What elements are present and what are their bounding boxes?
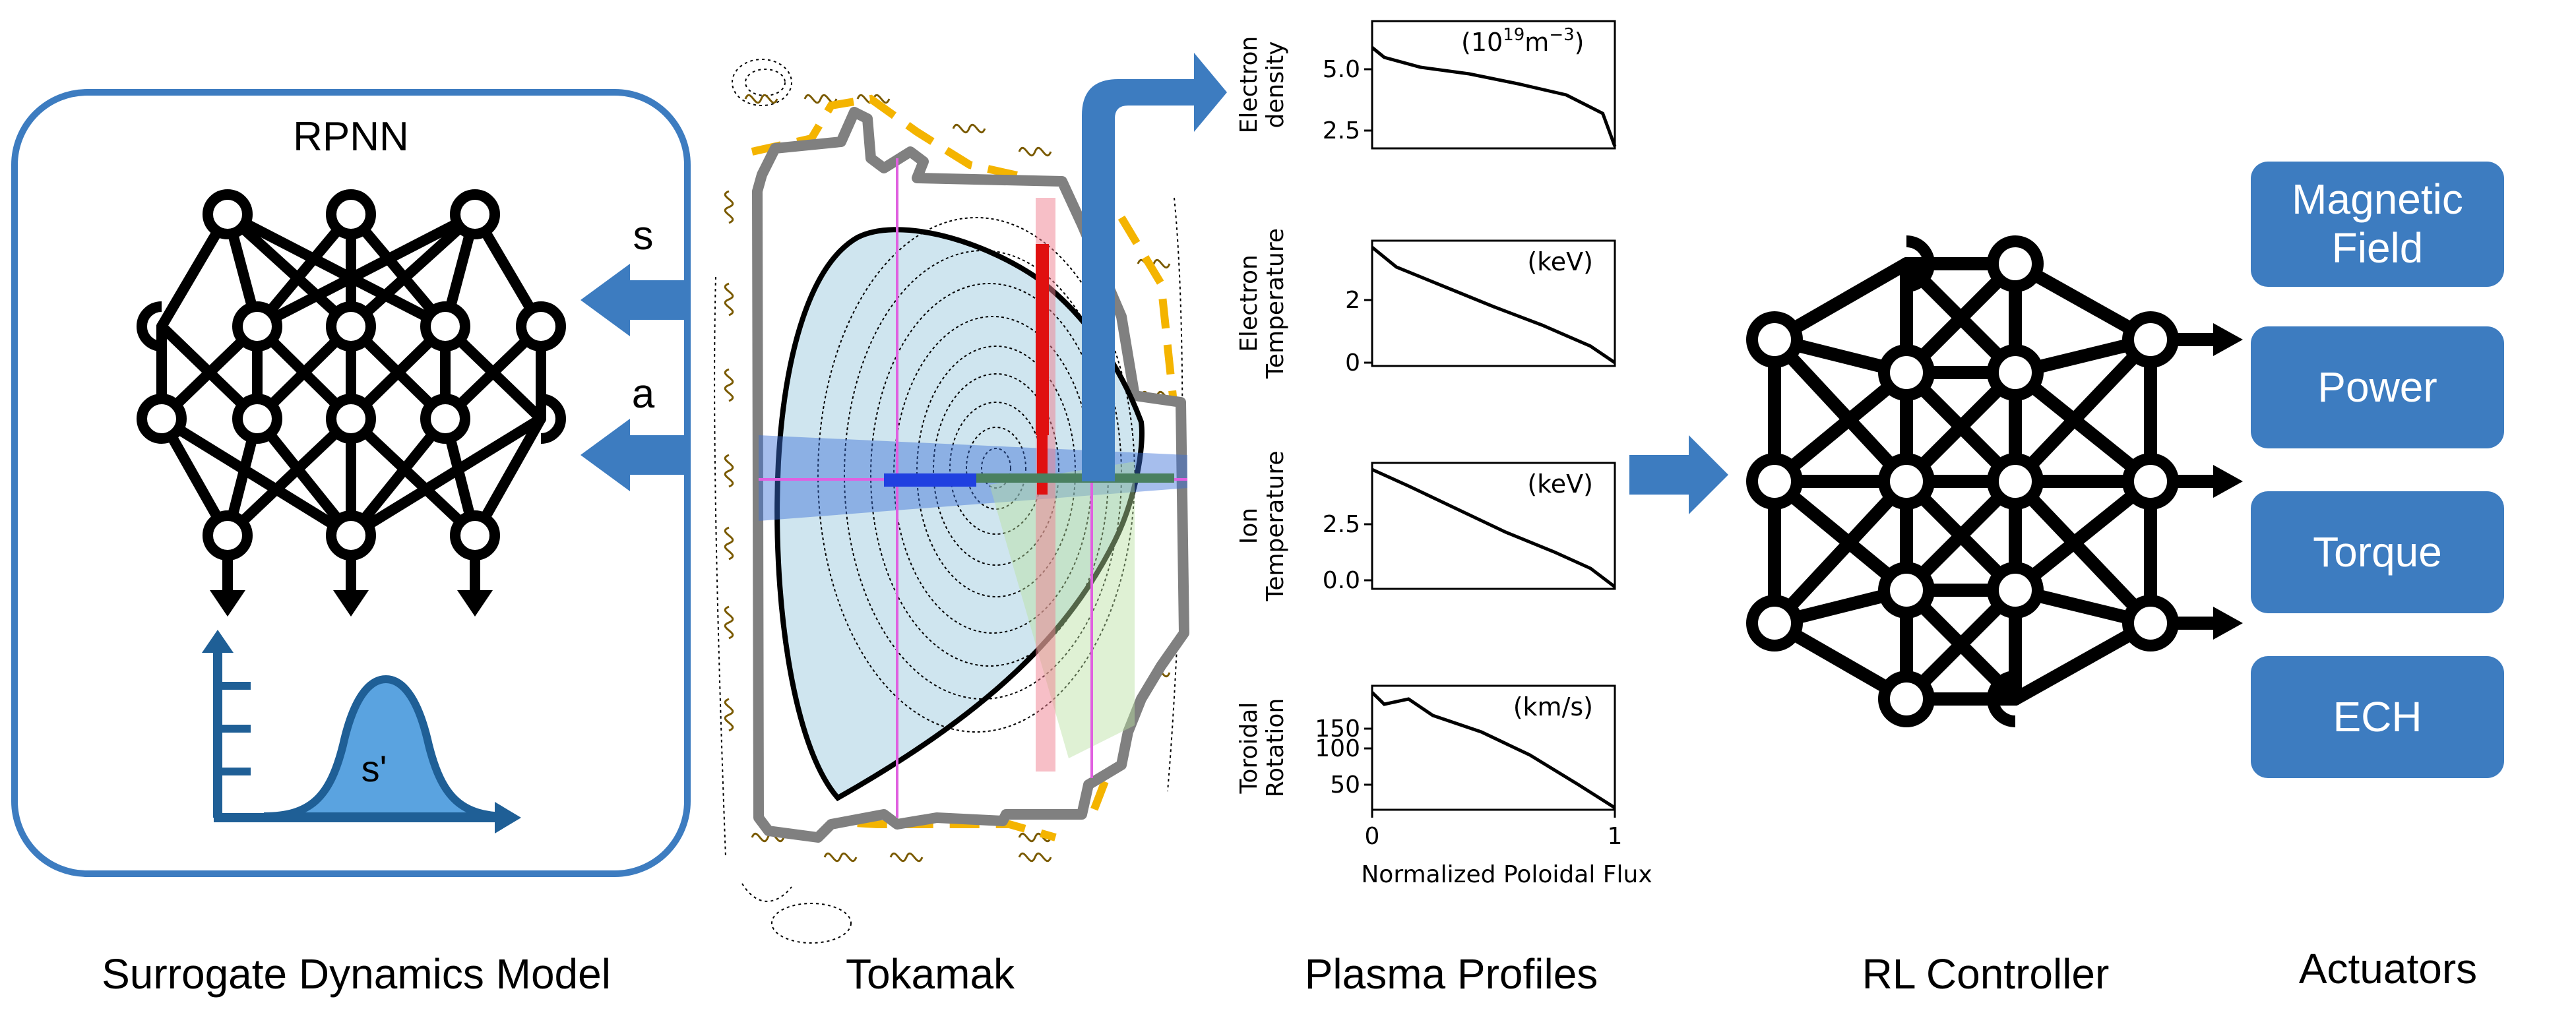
profile-unit: (keV) xyxy=(1527,470,1593,499)
profile-unit-part: (10 xyxy=(1461,28,1503,57)
rpnn-output-arrowheads xyxy=(210,590,493,617)
caption-tokamak: Tokamak xyxy=(845,950,1015,998)
rpnn-title: RPNN xyxy=(293,114,409,160)
profile-x-tick-label: 0 xyxy=(1365,823,1380,850)
gaussian-output-plot: s' xyxy=(202,630,521,833)
profile-y-axis-label: Toroidal xyxy=(1236,702,1263,795)
profile-axes-box xyxy=(1371,20,1616,150)
recurrent-loop-right xyxy=(540,394,566,444)
profile-curve xyxy=(1371,468,1616,588)
profile-x-axis-label: Normalized Poloidal Flux xyxy=(1361,861,1652,888)
profile-unit: (km/s) xyxy=(1513,692,1593,721)
profile-y-axis-label: density xyxy=(1262,42,1289,129)
actuator-ech: ECH xyxy=(2251,656,2504,778)
profile-y-axis-label: Electron xyxy=(1236,255,1263,352)
profile-y-tick-label: 150 xyxy=(1315,715,1360,742)
actuator-magnetic-field: Magnetic Field xyxy=(2251,162,2504,287)
profiles-to-rl-arrow xyxy=(1629,435,1728,514)
profile-y-axis-label: Temperature xyxy=(1262,450,1289,601)
gaussian-curve xyxy=(263,675,509,820)
actuator-torque-label: Torque xyxy=(2313,528,2442,576)
recurrent-loop-left xyxy=(137,301,162,351)
profile-unit: (1019m−3) xyxy=(1461,25,1584,57)
input-a-label: a xyxy=(632,371,655,417)
caption-surrogate: Surrogate Dynamics Model xyxy=(102,950,611,998)
input-arrows: s a xyxy=(581,213,687,491)
profile-axes-box xyxy=(1371,462,1616,590)
profile-y-tick-label: 100 xyxy=(1315,735,1360,762)
tokamak-coils xyxy=(724,94,1174,863)
tokamak-to-profiles-arrow xyxy=(1082,53,1227,481)
profile-unit-part: ) xyxy=(1575,28,1585,57)
gaussian-label: s' xyxy=(361,748,387,789)
beam-green xyxy=(990,462,1135,758)
caption-rl: RL Controller xyxy=(1862,950,2110,998)
measurement-points-red xyxy=(1036,244,1049,495)
arrow-s xyxy=(581,264,687,336)
actuator-power: Power xyxy=(2251,326,2504,448)
profile-unit: (keV) xyxy=(1527,247,1593,276)
profile-y-axis-label: Temperature xyxy=(1262,228,1289,379)
surrogate-model-panel: RPNN xyxy=(11,89,691,877)
profile-y-tick-label: 50 xyxy=(1330,772,1360,799)
measurement-points-blue xyxy=(884,473,1174,487)
profile-y-tick-label: 2.5 xyxy=(1323,117,1360,144)
profile-y-tick-label: 2 xyxy=(1345,287,1360,314)
caption-actuators: Actuators xyxy=(2298,945,2478,992)
profile-y-axis-label: Rotation xyxy=(1262,698,1289,798)
profile-y-axis-label: Ion xyxy=(1236,508,1263,544)
arrow-a xyxy=(581,419,687,491)
rl-controller-network xyxy=(1746,235,2243,727)
profile-unit-part: 19 xyxy=(1503,25,1524,45)
profile-y-tick-label: 0 xyxy=(1345,349,1360,377)
actuator-ech-label: ECH xyxy=(2333,692,2422,741)
rpnn-nodes xyxy=(137,189,566,560)
caption-profiles: Plasma Profiles xyxy=(1304,950,1598,998)
profile-y-tick-label: 2.5 xyxy=(1323,511,1360,538)
profile-axes-box xyxy=(1371,239,1616,367)
profile-y-tick-label: 5.0 xyxy=(1323,56,1360,83)
tokamak-figure xyxy=(714,53,1227,944)
profile-y-axis-label: Electron xyxy=(1236,36,1263,134)
profile-curve xyxy=(1371,691,1616,810)
input-s-label: s xyxy=(633,213,654,258)
profile-curve xyxy=(1371,246,1616,365)
profile-curve xyxy=(1371,46,1617,147)
profile-unit-part: m xyxy=(1524,28,1549,57)
actuator-torque: Torque xyxy=(2251,491,2504,613)
profile-unit-part: −3 xyxy=(1549,25,1574,45)
actuator-magnetic-field-label: Magnetic Field xyxy=(2292,175,2463,272)
profile-y-tick-label: 0.0 xyxy=(1323,567,1360,594)
profile-x-tick-label: 1 xyxy=(1608,823,1623,850)
actuator-power-label: Power xyxy=(2317,363,2437,411)
